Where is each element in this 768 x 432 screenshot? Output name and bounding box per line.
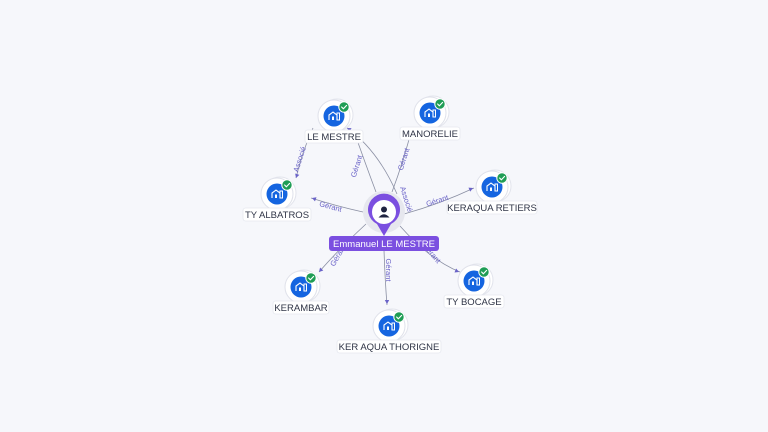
company-node-disc	[378, 315, 400, 337]
edge-arrow	[468, 187, 473, 192]
edge-label: Associé	[291, 145, 308, 173]
company-name-label[interactable]: LE MESTRE	[307, 132, 361, 143]
company-node-disc	[419, 102, 441, 124]
company-label-box	[242, 207, 312, 222]
edge-arrow	[312, 197, 317, 202]
check-icon	[305, 272, 317, 284]
company-label-box	[272, 300, 330, 315]
building-icon	[383, 321, 395, 331]
building-icon	[486, 182, 498, 192]
person-icon	[378, 206, 390, 218]
company-label-box	[304, 129, 364, 144]
edge-line	[403, 187, 475, 215]
edge-arrow	[384, 300, 390, 304]
company-node-ty-bocage[interactable]: TY BOCAGE	[443, 263, 505, 309]
company-node-kerambar[interactable]: KERAMBAR	[272, 269, 330, 315]
check-icon	[434, 98, 446, 110]
company-node-keraqua-retiers[interactable]: KERAQUA RETIERS	[446, 169, 538, 215]
nodes-layer: LE MESTRE MANORELIE TY ALBATROS KERAQUA RET…	[242, 95, 538, 354]
company-name-label[interactable]: KERAQUA RETIERS	[447, 203, 537, 214]
edge-label: Gérant	[396, 146, 412, 171]
company-name-label[interactable]: KER AQUA THORIGNE	[339, 342, 440, 353]
check-icon	[478, 266, 490, 278]
edge: Gérant	[310, 197, 364, 214]
building-icon	[328, 111, 340, 121]
check-icon	[338, 101, 350, 113]
center-label-pill	[329, 236, 439, 251]
building-icon	[424, 108, 436, 118]
building-icon	[271, 189, 283, 199]
edge: Gérant	[383, 249, 393, 306]
company-label-box	[336, 339, 442, 354]
check-icon	[393, 311, 405, 323]
center-name-label[interactable]: Emmanuel LE MESTRE	[333, 239, 435, 250]
check-icon	[281, 179, 293, 191]
company-node-disc	[290, 276, 312, 298]
company-name-label[interactable]: TY BOCAGE	[446, 297, 501, 308]
edge-line	[399, 225, 461, 273]
edge-arrow	[454, 268, 459, 273]
company-label-box	[446, 200, 538, 215]
company-name-label[interactable]: KERAMBAR	[274, 303, 327, 314]
company-label-box	[399, 126, 461, 141]
edge-arrow	[295, 173, 300, 178]
company-node-le-mestre[interactable]: LE MESTRE	[304, 98, 364, 144]
company-node-disc	[323, 105, 345, 127]
edge-label: Gérant	[384, 259, 393, 283]
check-icon	[496, 172, 508, 184]
edge-label: Gérant	[318, 199, 343, 214]
company-name-label[interactable]: TY ALBATROS	[245, 210, 309, 221]
edge-arrow	[319, 267, 324, 272]
company-node-ty-albatros[interactable]: TY ALBATROS	[242, 176, 312, 222]
edge-label: Gérant	[349, 153, 365, 178]
company-node-disc	[463, 270, 485, 292]
company-label-box	[443, 294, 505, 309]
company-name-label[interactable]: MANORELIE	[402, 129, 458, 140]
building-icon	[295, 282, 307, 292]
company-node-ker-aqua-thorigne[interactable]: KER AQUA THORIGNE	[336, 308, 442, 354]
company-node-disc	[266, 183, 288, 205]
company-node-disc	[481, 176, 503, 198]
building-icon	[468, 276, 480, 286]
company-node-manorelie[interactable]: MANORELIE	[399, 95, 461, 141]
center-node[interactable]: Emmanuel LE MESTRE	[329, 191, 439, 251]
